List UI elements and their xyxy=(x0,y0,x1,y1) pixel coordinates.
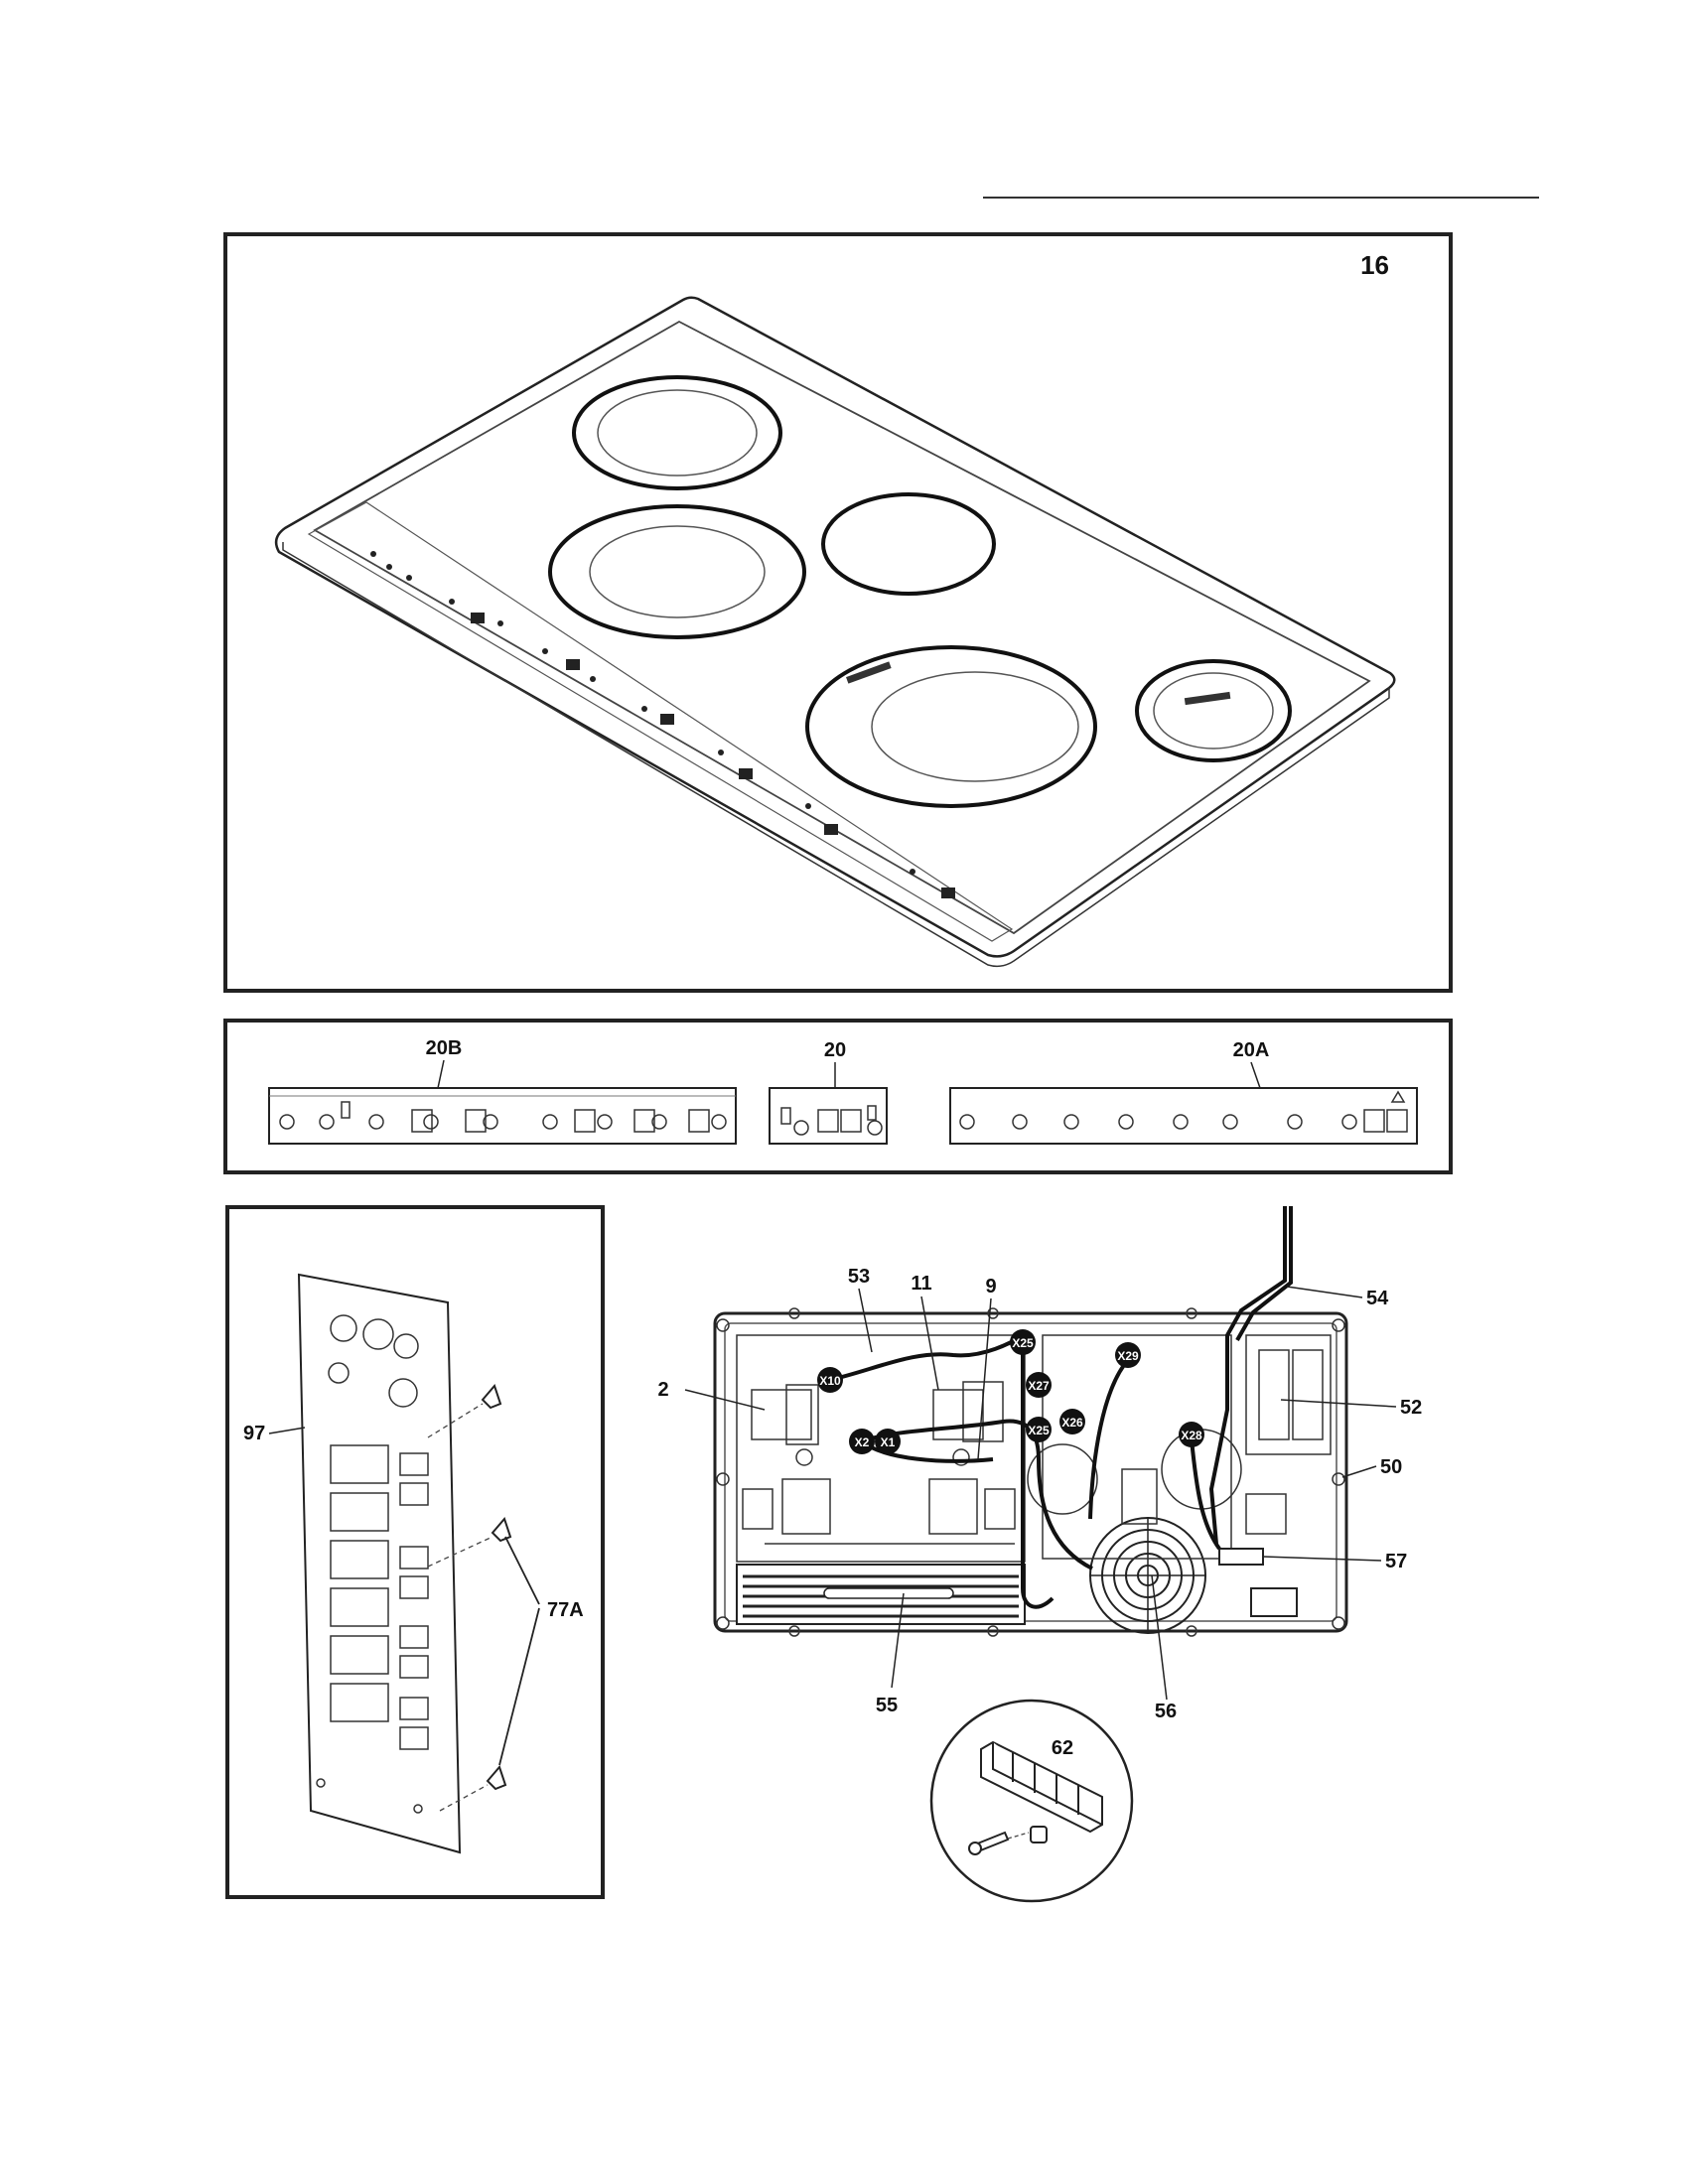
touch-controls xyxy=(370,551,955,898)
connector-x25b: X25 xyxy=(1026,1417,1052,1442)
svg-text:X26: X26 xyxy=(1061,1416,1083,1430)
connector-x1: X1 xyxy=(875,1429,901,1454)
wire-harness xyxy=(829,1206,1293,1609)
callout-52: 52 xyxy=(1400,1397,1422,1419)
connector-57 xyxy=(1218,1548,1264,1566)
callout-16: 16 xyxy=(1360,250,1389,280)
board-20a xyxy=(949,1087,1418,1145)
inset-guide xyxy=(1007,1832,1030,1840)
heatsink-55 xyxy=(736,1564,1026,1625)
cooktop-drawing: 16 xyxy=(274,250,1396,968)
connector-x27: X27 xyxy=(1026,1372,1052,1398)
svg-text:X10: X10 xyxy=(819,1374,841,1388)
burner-rear-left xyxy=(572,375,782,490)
assembly-leaders xyxy=(684,1286,1397,1701)
header-rule xyxy=(983,197,1539,199)
callout-9: 9 xyxy=(985,1276,996,1297)
filter-board-components xyxy=(316,1314,429,1814)
connector-x29: X29 xyxy=(1115,1342,1141,1368)
burner-center xyxy=(821,492,996,596)
terminal-62 xyxy=(980,1740,1103,1834)
terminal-block xyxy=(1250,1587,1298,1617)
clip-guides xyxy=(427,1403,493,1812)
clips-77a xyxy=(481,1384,512,1791)
leader-20b xyxy=(437,1059,445,1089)
callout-62: 62 xyxy=(1052,1737,1073,1759)
burner-front-left xyxy=(548,504,806,639)
leader-97 xyxy=(268,1427,306,1434)
callout-50: 50 xyxy=(1380,1456,1402,1478)
board-52 xyxy=(1027,1334,1332,1560)
svg-text:X1: X1 xyxy=(881,1435,896,1449)
callout-57: 57 xyxy=(1385,1551,1407,1572)
connector-x25a: X25 xyxy=(1010,1329,1036,1355)
svg-text:X29: X29 xyxy=(1117,1349,1139,1363)
screw-and-nut xyxy=(968,1826,1048,1855)
control-strip xyxy=(307,501,1014,942)
svg-text:X27: X27 xyxy=(1028,1379,1050,1393)
connector-x26: X26 xyxy=(1059,1409,1085,1434)
svg-text:X25: X25 xyxy=(1028,1424,1050,1437)
callout-56: 56 xyxy=(1155,1701,1177,1722)
callout-97: 97 xyxy=(243,1423,265,1444)
control-boards-panel: 20B 20 20A xyxy=(223,1019,1453,1174)
callout-53: 53 xyxy=(848,1266,870,1288)
callout-2: 2 xyxy=(657,1379,668,1401)
svg-text:X28: X28 xyxy=(1181,1429,1202,1442)
glass-edge xyxy=(282,542,1390,968)
callout-55: 55 xyxy=(876,1695,898,1716)
filter-board-drawing: 77A 97 xyxy=(243,1273,584,1854)
burner-front-right xyxy=(805,645,1097,808)
burner-rear-right xyxy=(1135,659,1292,762)
svg-text:X2: X2 xyxy=(855,1435,870,1449)
callout-54: 54 xyxy=(1366,1288,1389,1309)
filter-board-outline xyxy=(297,1273,462,1854)
leader-77a xyxy=(498,1536,540,1766)
board-20 xyxy=(769,1087,888,1145)
callout-20: 20 xyxy=(824,1039,846,1061)
fan-56 xyxy=(1089,1517,1206,1634)
callout-20b: 20B xyxy=(426,1037,463,1059)
glass-inner-border xyxy=(313,320,1371,935)
leader-20a xyxy=(1250,1061,1261,1089)
svg-text:X25: X25 xyxy=(1012,1336,1034,1350)
connector-x10: X10 xyxy=(817,1367,843,1393)
inset-62: 62 xyxy=(929,1699,1134,1903)
callout-11: 11 xyxy=(911,1273,931,1295)
callout-77a: 77A xyxy=(547,1599,584,1621)
callout-20a: 20A xyxy=(1233,1039,1270,1061)
housing-50 xyxy=(713,1307,1348,1637)
cooktop-panel: 16 xyxy=(223,232,1453,993)
board-20b xyxy=(268,1087,737,1145)
connector-x2: X2 xyxy=(849,1429,875,1454)
connector-badges: X10 X2 X1 X25 X27 X25 X26 X29 X28 xyxy=(817,1329,1204,1454)
filter-board-panel: 77A 97 xyxy=(225,1205,605,1899)
connector-x28: X28 xyxy=(1179,1422,1204,1447)
control-boards-drawing: 20B 20 20A xyxy=(268,1037,1418,1145)
